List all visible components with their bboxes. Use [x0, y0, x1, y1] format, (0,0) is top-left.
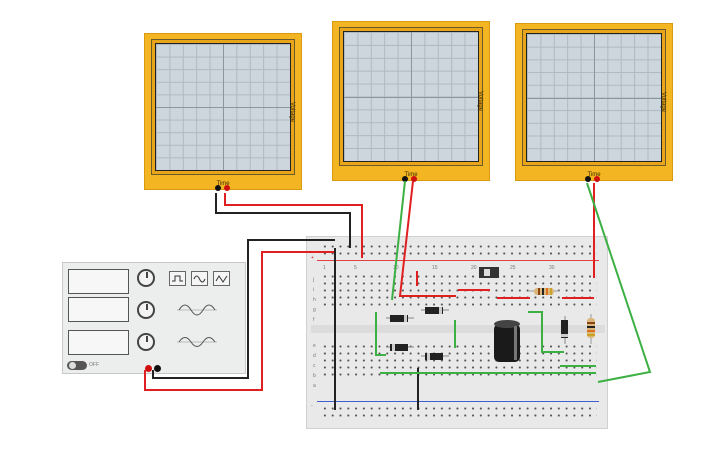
diode-1 — [386, 315, 414, 322]
row-letter-e: e — [313, 343, 316, 349]
amplitude-wave-graphic — [177, 337, 217, 347]
oscilloscope-2-probe-red[interactable] — [411, 176, 417, 182]
amplitude-knob[interactable] — [137, 301, 155, 319]
bottom-rail-blue-line — [317, 401, 599, 402]
sine-wave-button[interactable] — [191, 271, 208, 286]
output-terminal-red[interactable] — [145, 365, 152, 372]
slide-switch — [479, 267, 499, 278]
oscilloscope-3-probe-green[interactable] — [585, 176, 591, 182]
frequency-wave-graphic — [177, 304, 217, 316]
bottom-rail-holes — [321, 405, 597, 419]
diode-5 — [561, 316, 568, 344]
rail-plus-label: + — [311, 255, 314, 261]
oscilloscope-2-frame — [339, 27, 483, 166]
oscilloscope-1-probe-black[interactable] — [215, 185, 221, 191]
col-number-20: 20 — [471, 265, 477, 271]
power-switch[interactable] — [67, 361, 87, 370]
row-letter-j: j — [313, 277, 315, 283]
display-1 — [68, 269, 129, 294]
oscilloscope-1-time-label: Time — [216, 181, 230, 187]
wire-red-scope1 — [224, 193, 363, 258]
oscilloscope-1-frame — [151, 39, 295, 175]
oscilloscope-3[interactable]: Time Voltage — [515, 23, 673, 182]
resistor-horizontal — [528, 288, 560, 295]
sine-wave-icon — [193, 275, 206, 283]
row-letter-f: f — [313, 317, 315, 323]
row-letter-i: i — [313, 287, 315, 293]
wire-green-scope3 — [586, 182, 652, 383]
function-generator[interactable]: OFF — [62, 262, 246, 374]
wire-black-generator — [152, 239, 335, 379]
oscilloscope-2-screen — [343, 31, 479, 162]
oscilloscope-3-screen — [526, 33, 662, 162]
oscilloscope-3-time-label: Time — [587, 172, 601, 178]
square-wave-button[interactable] — [169, 271, 186, 286]
power-switch-knob — [69, 362, 76, 369]
center-channel — [311, 325, 605, 333]
square-wave-icon — [172, 275, 183, 282]
row-letter-d: d — [313, 353, 316, 359]
wire-green-left — [375, 312, 386, 356]
frequency-knob[interactable] — [137, 269, 155, 287]
wire-red-scope2 — [398, 180, 456, 297]
row-letter-g: g — [313, 307, 316, 313]
wire-red-generator — [144, 251, 335, 391]
top-rail-holes — [321, 243, 597, 257]
oscilloscope-1-probe-red[interactable] — [224, 185, 230, 191]
display-2 — [68, 297, 129, 322]
wire-green-scope2 — [391, 180, 406, 301]
oscilloscope-3-probe-red[interactable] — [594, 176, 600, 182]
diode-3 — [386, 344, 414, 351]
triangle-wave-icon — [215, 275, 228, 283]
power-label: OFF — [89, 362, 99, 368]
col-number-25: 25 — [510, 265, 516, 271]
wire-black-scope1 — [215, 193, 351, 248]
oscilloscope-1[interactable]: Time Voltage — [144, 33, 302, 191]
col-number-15: 15 — [432, 265, 438, 271]
row-letter-a: a — [313, 383, 316, 389]
oscilloscope-1-screen — [155, 43, 291, 171]
oscilloscope-2[interactable]: Time Voltage — [332, 21, 490, 182]
top-rail-red-line — [317, 260, 599, 261]
oscilloscope-2-probe-green[interactable] — [402, 176, 408, 182]
resistor-vertical — [587, 314, 595, 344]
diode-2 — [421, 307, 449, 314]
row-letter-c: c — [313, 363, 316, 369]
electrolytic-capacitor — [494, 320, 520, 362]
triangle-wave-button[interactable] — [213, 271, 230, 286]
col-number-5: 5 — [354, 265, 357, 271]
rail-minus-label: - — [311, 403, 313, 409]
oscilloscope-3-frame — [522, 29, 666, 166]
col-number-1: 1 — [323, 265, 326, 271]
row-letter-b: b — [313, 373, 316, 379]
offset-knob[interactable] — [137, 333, 155, 351]
oscilloscope-2-time-label: Time — [404, 172, 418, 178]
output-terminal-black[interactable] — [154, 365, 161, 372]
breadboard[interactable]: + - j i h g f e d c b a 1 5 10 15 20 25 … — [306, 236, 608, 429]
col-number-30: 30 — [549, 265, 555, 271]
row-letter-h: h — [313, 297, 316, 303]
diode-4 — [421, 353, 449, 360]
wire-green-right — [528, 311, 564, 353]
display-3 — [68, 330, 129, 355]
